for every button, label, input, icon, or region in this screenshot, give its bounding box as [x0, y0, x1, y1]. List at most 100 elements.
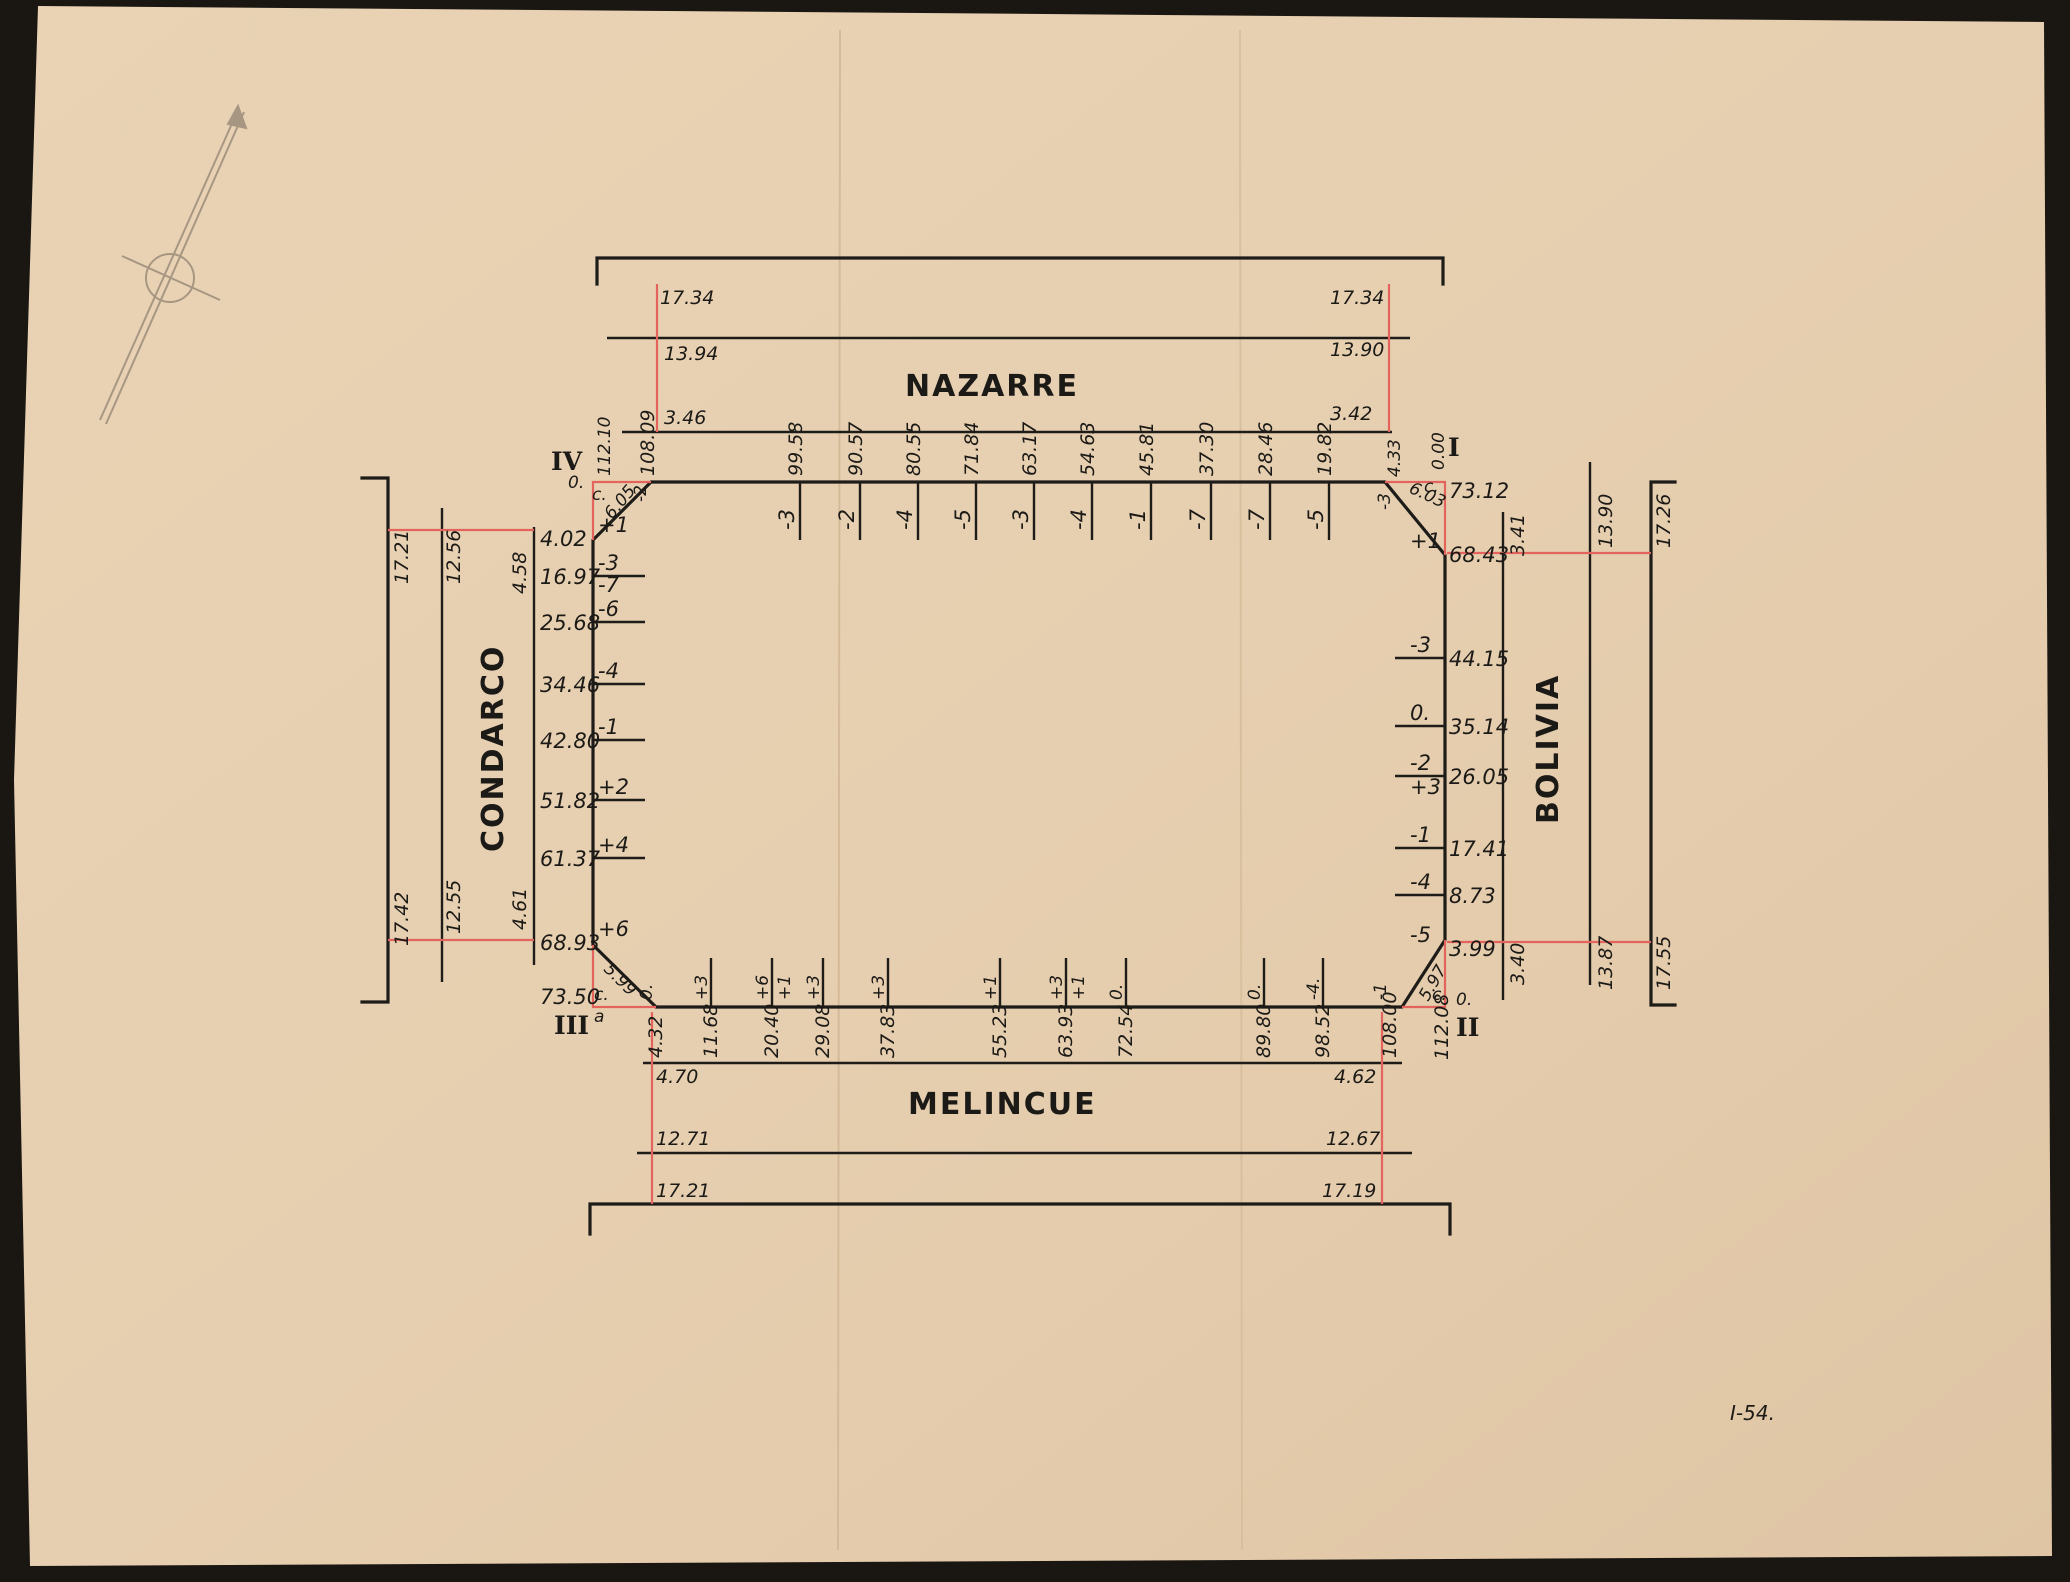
south-tick-offset: +3: [804, 975, 824, 1000]
south-inner-left-label: 4.70: [656, 1066, 698, 1088]
east-street-name: BOLIVIA: [1531, 674, 1566, 824]
west-inner-bottom-label: 4.61: [509, 888, 531, 930]
corner-II-c: c.: [1432, 985, 1447, 1005]
corner-III-a: a: [594, 1007, 604, 1027]
north-tick-chain: 90.57: [845, 422, 867, 476]
west-tick-offset: +6: [598, 917, 629, 941]
west-tick-offset: -4: [598, 659, 619, 683]
east-street: 3.41 3.40 13.90 13.87 17.26 17.55 BOLIVI…: [1447, 462, 1677, 1007]
south-tick-offset: -4.: [1304, 978, 1324, 1000]
south-inner-right-label: 4.62: [1334, 1066, 1376, 1088]
west-ticks: 4.02+116.97-3-725.68-634.46-442.80-151.8…: [540, 513, 645, 955]
east-tick-offset: -2: [1410, 751, 1431, 775]
north-inner-right-label: 3.42: [1330, 403, 1372, 425]
corner-II-value: 0.: [1456, 990, 1472, 1010]
south-tick-chain: 89.80: [1253, 1004, 1275, 1058]
west-tick-chain: 16.97: [540, 565, 601, 589]
north-tick-chain: 54.63: [1077, 422, 1099, 476]
south-outer-left-label: 17.21: [656, 1180, 710, 1202]
north-tick-offset: -3: [1009, 509, 1033, 530]
south-outer-line: [588, 1202, 1452, 1236]
corner-IV-top: 112.10: [595, 417, 615, 476]
corner-III-label: III: [554, 1011, 589, 1040]
north-tick-chain: 28.46: [1255, 422, 1277, 476]
east-mid-top-label: 13.90: [1595, 494, 1617, 548]
east-tick-offset: 0.: [1410, 701, 1430, 725]
east-tick-chain: 44.15: [1449, 647, 1509, 671]
west-tick-chain: 4.02: [540, 527, 587, 551]
south-tick-offset: +1: [981, 975, 1001, 1000]
east-inner-top-label: 3.41: [1507, 514, 1529, 556]
corner-IV-value: 0.: [568, 473, 584, 493]
west-tick-offset: +4: [598, 833, 629, 857]
west-tick-offset: -6: [598, 597, 619, 621]
north-tick-chain: 99.58: [785, 422, 807, 476]
west-tick-offset: +1: [598, 513, 629, 537]
west-mid-top-label: 12.56: [443, 530, 465, 584]
south-tick-chain: 37.83: [877, 1004, 899, 1058]
west-tick-chain: 51.82: [540, 789, 600, 813]
corner-I-chamfer: 4.33: [1385, 439, 1405, 477]
west-tick-offset2: -7: [598, 573, 620, 597]
east-tick-chain: 73.12: [1449, 479, 1509, 503]
south-tick-chain: 11.68: [700, 1004, 722, 1058]
paper-crease: [837, 29, 841, 1551]
south-mid-right-label: 12.67: [1326, 1128, 1380, 1150]
corner-II-bottom: 112.08: [1431, 994, 1453, 1060]
corner-I-red: [1385, 480, 1447, 555]
south-mid-left-label: 12.71: [656, 1128, 710, 1150]
corner-IV-label: IV: [551, 447, 583, 476]
south-tick-chain: 98.52: [1312, 1004, 1334, 1058]
corner-III-red: [591, 945, 656, 1009]
west-tick-chain: 42.80: [540, 729, 600, 753]
east-tick-chain: 35.14: [1449, 715, 1509, 739]
east-tick-offset: +1: [1410, 529, 1441, 553]
corner-II-red: [1402, 940, 1447, 1009]
north-tick-offset: -1: [1126, 509, 1150, 530]
east-tick-chain: 17.41: [1449, 837, 1509, 861]
east-tick-chain: 26.05: [1449, 765, 1509, 789]
south-tick-chain: 55.23: [989, 1004, 1011, 1058]
south-tick-chain: 108.00: [1379, 992, 1401, 1058]
west-street-name: CONDARCO: [476, 645, 511, 852]
paper-sheet: [14, 6, 2052, 1566]
west-tick-offset: -3: [598, 551, 619, 575]
north-outer-left-label: 17.34: [660, 287, 714, 309]
north-outer-line: [595, 256, 1445, 286]
south-ticks: 4.320.11.68+320.40+6+129.08+337.83+355.2…: [637, 958, 1401, 1058]
south-tick-offset: 0.: [1245, 984, 1265, 1000]
west-tick-offset: -1: [598, 715, 619, 739]
south-tick-offset2: +1: [775, 975, 795, 1000]
east-tick-offset2: +3: [1410, 775, 1441, 799]
west-inner-top-label: 4.58: [509, 552, 531, 594]
south-tick-chain: 63.93: [1055, 1004, 1077, 1058]
corner-I-offset: -3: [1375, 493, 1395, 510]
north-tick-offset: -7: [1245, 508, 1269, 530]
north-street: 17.34 17.34 13.94 13.90 3.46 3.42 NAZARR…: [595, 256, 1445, 434]
north-tick-offset: -3: [775, 509, 799, 530]
corner-III-c: c.: [594, 985, 609, 1005]
east-tick-chain: 3.99: [1449, 937, 1496, 961]
south-tick-offset: +3: [692, 975, 712, 1000]
north-tick-chain: 37.30: [1196, 422, 1218, 476]
west-outer-bottom-label: 17.42: [391, 892, 413, 946]
west-street: 17.21 17.42 12.56 12.55 4.58 4.61 CONDAR…: [360, 476, 536, 1004]
north-tick-chain: 63.17: [1019, 422, 1041, 476]
south-tick-offset: -1: [1371, 983, 1391, 1000]
south-tick-offset: +6: [753, 975, 773, 1000]
corner-I-c: c.: [1424, 477, 1439, 497]
south-tick-chain: 72.54: [1115, 1004, 1137, 1058]
corner-I-value: 0.00: [1429, 432, 1449, 470]
east-tick-chain: 68.43: [1449, 543, 1509, 567]
block-outline: [591, 480, 1447, 1009]
north-inner-left-label: 3.46: [664, 407, 706, 429]
west-tick-chain: 25.68: [540, 611, 600, 635]
north-outer-right-label: 17.34: [1330, 287, 1384, 309]
east-mid-bottom-label: 13.87: [1595, 936, 1617, 990]
south-tick-chain: 4.32: [645, 1016, 667, 1058]
paper-crease: [1239, 29, 1243, 1551]
south-tick-chain: 20.40: [761, 1004, 783, 1058]
east-tick-offset: -5: [1410, 923, 1431, 947]
corner-III-value: 73.50: [540, 985, 600, 1009]
